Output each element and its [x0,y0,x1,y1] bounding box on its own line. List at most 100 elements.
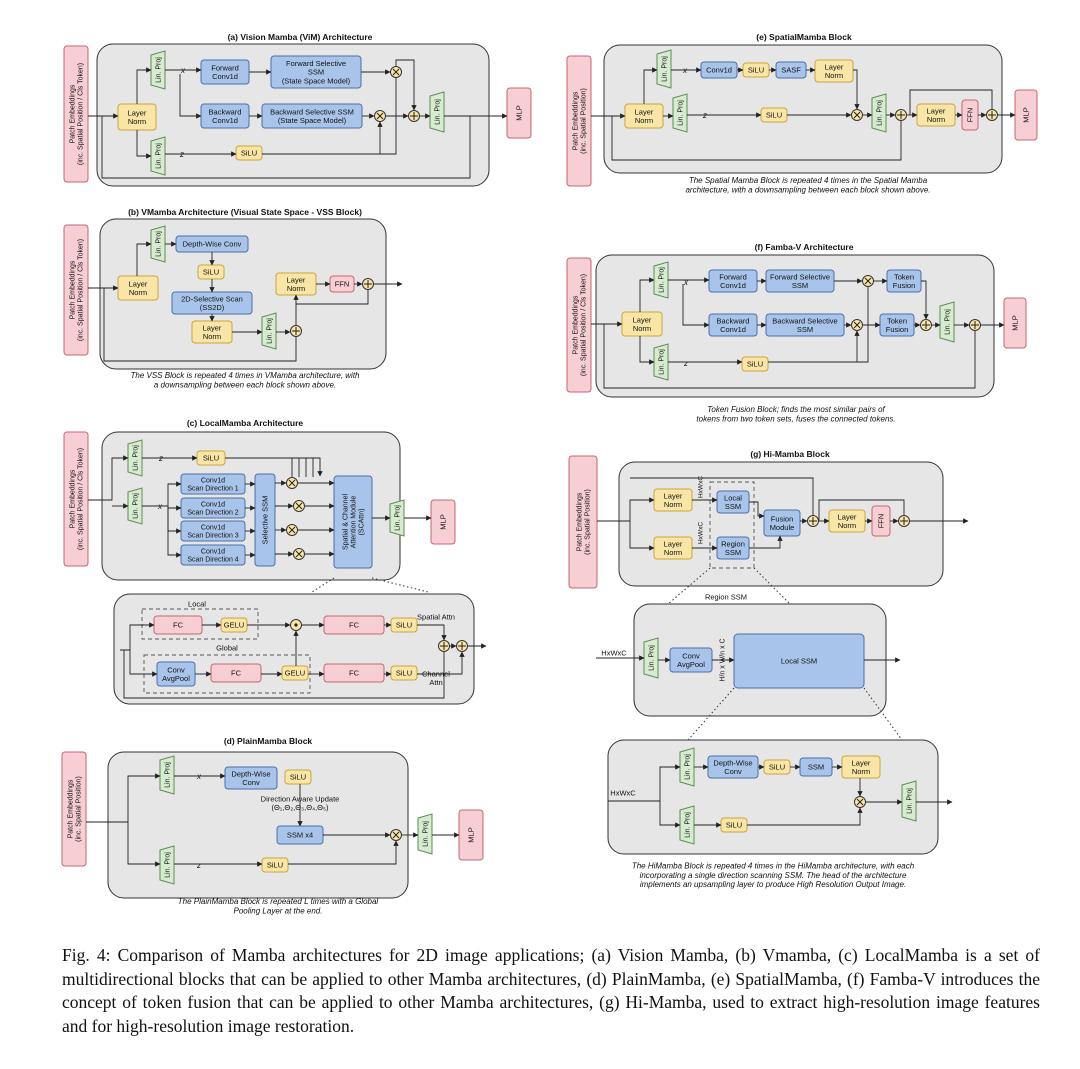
svg-text:FC: FC [173,621,184,630]
c-lin-proj-bottom [127,487,143,525]
g-region-lin-proj-label: Lin. Proj [648,645,655,671]
g-region-local-ssm-label: Local SSM [781,657,817,666]
e-line-s4 [853,69,860,110]
svg-text:GELU: GELU [285,669,305,678]
d-panel [107,751,409,899]
e-conv1d-label: Conv1d [706,66,732,75]
a-silu-label: SiLU [241,149,257,158]
svg-text:GELU: GELU [224,621,244,630]
g-hwc-1: HxWxC [697,476,704,498]
svg-text:HxWxC: HxWxC [610,789,636,798]
c-dot-glyph [294,623,298,627]
d-note: The PlainMamba Block is repeated L times… [178,897,379,915]
svg-text:SASF: SASF [781,66,801,75]
g-ffn-label: FFN [877,514,886,529]
svg-text:Lin. Proj: Lin. Proj [434,99,441,125]
f-patch-embeddings-label: Patch Embeddings(inc. Spatial Position /… [572,274,587,376]
a-lin-proj-bottom [150,136,166,176]
a-patch-embeddings-label: Patch Embeddings(inc. Spatial Position /… [69,63,84,165]
svg-text:(f) Famba-V Architecture: (f) Famba-V Architecture [755,242,854,252]
c-d-global-in [129,650,158,677]
svg-text:Lin. Proj: Lin. Proj [164,852,171,878]
e-silu-z-label: SiLU [766,111,782,120]
e-lin-proj-top [656,49,672,89]
svg-text:SiLU: SiLU [290,773,306,782]
c-local-gelu-label: GELU [224,621,244,630]
a-mul-top-glyph [392,68,400,76]
b-ffn-label: FFN [335,280,350,289]
svg-text:Patch Embeddings(inc. Spatial: Patch Embeddings(inc. Spatial Position) [572,88,587,154]
b-line-up [136,241,152,276]
f-lin-proj-top [653,261,669,299]
svg-text:SiLU: SiLU [748,66,764,75]
svg-text:(c) LocalMamba Architecture: (c) LocalMamba Architecture [187,418,304,428]
a-line-x-b [179,74,202,119]
d-title: (d) PlainMamba Block [224,736,313,746]
svg-text:Depth-Wise Conv: Depth-Wise Conv [183,240,242,249]
g-local-silu-top-label: SiLU [769,763,785,772]
g-local-lin-proj-top [679,747,695,787]
svg-text:SiLU: SiLU [203,454,219,463]
a-mlp [506,87,532,139]
svg-text:MLP: MLP [467,827,476,842]
e-add-1-glyph [897,111,905,119]
c-zoom-left [311,577,335,593]
c-mlp [430,499,456,545]
f-lin-proj-out-label: Lin. Proj [944,309,951,335]
d-mlp-label: MLP [467,827,476,842]
c-mul-4-glyph [295,550,303,558]
b-patch-embeddings-label: Patch Embeddings(inc. Spatial Position /… [69,239,84,341]
c-mul-2-glyph [295,502,303,510]
c-local-group [141,608,259,640]
f-lin-proj-bottom [653,343,669,381]
c-scattn [333,475,373,569]
g-local-hwc: HxWxC [610,789,636,798]
g-local-panel [607,739,939,855]
f-lin-proj-top-label: Lin. Proj [658,267,665,293]
c-lin-proj-out [389,499,405,537]
svg-text:Lin. Proj: Lin. Proj [422,821,429,847]
e-residual-2 [909,89,993,115]
d-lin-proj-top-label: Lin. Proj [164,762,171,788]
g-local-lin-proj-out [901,780,917,822]
g-region-hwc: HxWxC [601,649,627,658]
svg-text:Spatial & ChannelAttention Mod: Spatial & ChannelAttention Module(SCAttn… [342,494,365,550]
e-add-2-glyph [988,111,996,119]
svg-text:FFN: FFN [877,514,886,529]
d-lin-proj-out [417,813,433,855]
c-add-1-glyph [440,642,448,650]
g-hwc-2: HxWxC [697,522,704,544]
c-lin-proj-bottom-label: Lin. Proj [132,493,139,519]
a-mul-bottom-glyph [376,112,384,120]
g-zoom-right [753,567,791,605]
d-mul-glyph [392,831,400,839]
b-depthwise-conv-label: Depth-Wise Conv [183,240,242,249]
e-mul-glyph [853,111,861,119]
g-local-down [659,801,681,828]
c-line-silu [225,457,323,477]
g-note: The HiMamba Block is repeated 4 times in… [632,862,915,889]
c-mul-3-glyph [288,526,296,534]
f-mlp-label: MLP [1011,315,1020,330]
